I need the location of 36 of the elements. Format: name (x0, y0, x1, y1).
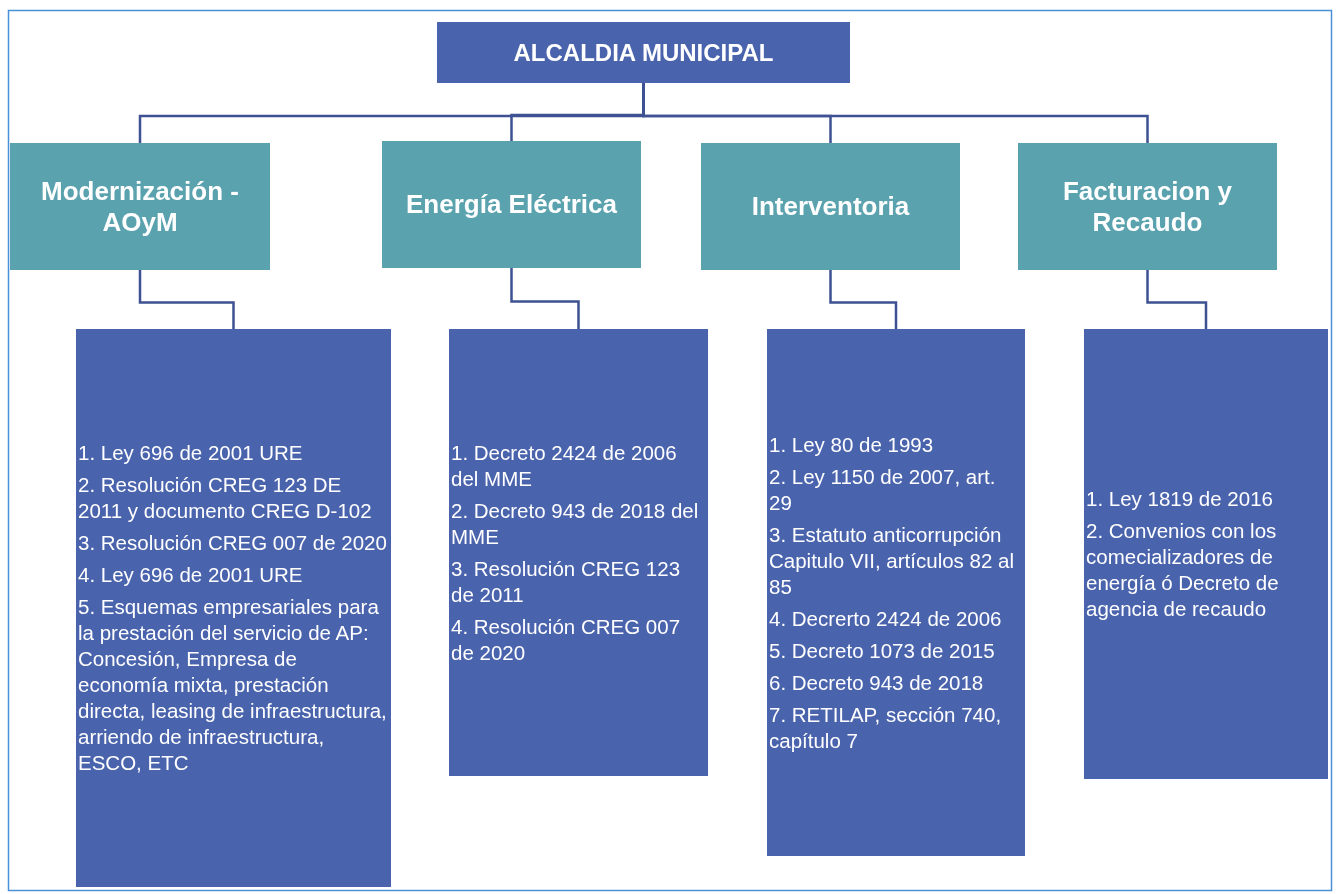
list-item: 3. Estatuto anticorrupción Capitulo VII, artículos 82 al 85 (769, 521, 1015, 600)
heading: Modernización - AOyM (40, 175, 240, 238)
connector-line (829, 270, 898, 329)
list-box (1084, 329, 1328, 779)
list-item: 1. Ley 1819 de 2016 (1086, 486, 1274, 512)
list-item: 4. Decrerto 2424 de 2006 (769, 605, 1003, 632)
connector-line (1146, 270, 1208, 329)
heading: Facturacion y Recaudo (1061, 175, 1234, 238)
connector-line (138, 270, 235, 329)
heading: ALCALDIA MUNICIPAL (512, 38, 775, 67)
list-box (767, 329, 1025, 856)
list-item: 7. RETILAP, sección 740, capítulo 7 (769, 701, 1003, 754)
category-box (10, 143, 270, 270)
list-item: 2. Resolución CREG 123 DE 2011 y documento CREG D-102 (78, 472, 373, 524)
connector-line (510, 268, 580, 329)
list-box (76, 329, 391, 887)
list-item: 2. Ley 1150 de 2007, art. 29 (769, 463, 997, 516)
category-box (382, 141, 641, 268)
list-item: 5. Esquemas empresariales para la prestación del servicio de AP: Concesión, Empresa de economía mixta, prestación directa, leasing de infraestructura, arriendo de infraestructura, ESCO, ETC (78, 594, 388, 776)
heading: Energía Eléctrica (405, 189, 618, 220)
list-item: 4. Resolución CREG 007 de 2020 (451, 613, 682, 666)
list-item: 1. Decreto 2424 de 2006 del MME (451, 439, 678, 492)
list-item: 3. Resolución CREG 007 de 2020 (78, 530, 388, 556)
list-item: 2. Decreto 943 de 2018 del MME (451, 497, 700, 550)
list-item: 1. Ley 696 de 2001 URE (78, 440, 304, 466)
title-box (437, 22, 850, 83)
category-box (701, 143, 960, 270)
list-item: 1. Ley 80 de 1993 (769, 431, 935, 458)
list-item: 6. Decreto 943 de 2018 (769, 669, 985, 696)
category-box (1018, 143, 1277, 270)
list-item: 3. Resolución CREG 123 de 2011 (451, 555, 682, 608)
list-item: 2. Convenios con los comecializadores de energía ó Decreto de agencia de recaudo (1086, 518, 1280, 622)
list-item: 5. Decreto 1073 de 2015 (769, 637, 996, 664)
heading: Interventoria (750, 191, 911, 222)
list-item: 4. Ley 696 de 2001 URE (78, 562, 304, 588)
list-box (449, 329, 708, 776)
